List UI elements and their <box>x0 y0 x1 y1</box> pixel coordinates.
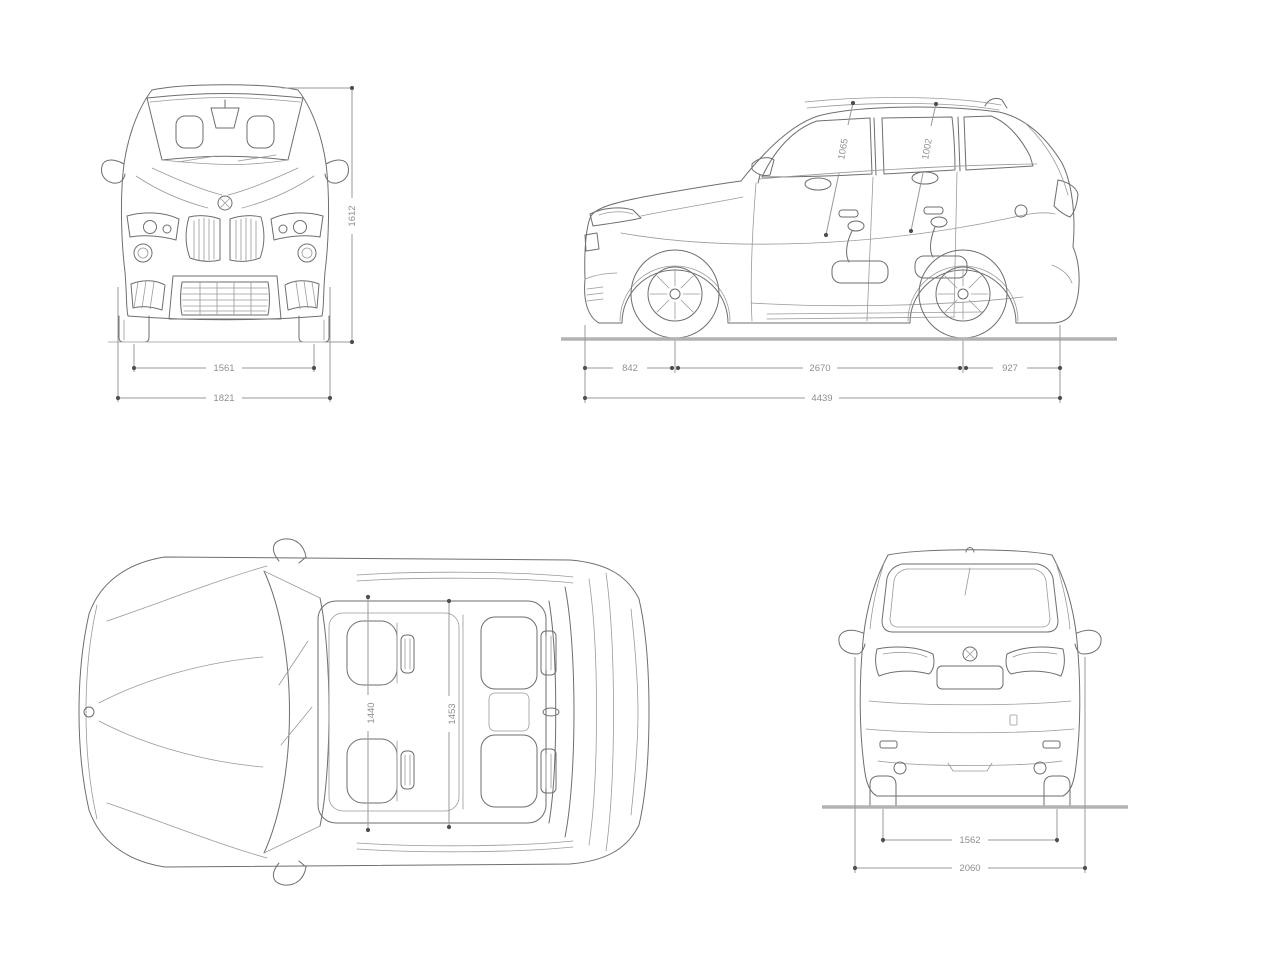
rear-view-dimensions: 1562 2060 <box>852 657 1088 874</box>
width-incl-mirrors-label: 2060 <box>959 863 980 874</box>
side-view-car-drawing <box>584 97 1080 339</box>
dimension-rear-headroom: 1002 <box>908 101 939 234</box>
rear-headroom-label: 1002 <box>920 138 935 161</box>
rear-view: 1562 2060 <box>822 547 1128 874</box>
front-track-label: 1561 <box>213 363 234 374</box>
top-view-seats <box>346 616 557 808</box>
front-interior-width-label: 1440 <box>366 702 377 723</box>
top-view-car-drawing <box>78 538 650 886</box>
dimension-front-track: 1561 <box>131 344 317 374</box>
rear-track-label: 1562 <box>959 835 980 846</box>
front-view-dimensions: 1612 1561 1821 <box>115 85 358 404</box>
dimension-front-headroom: 1065 <box>823 100 856 238</box>
top-view: 1440 1453 <box>78 538 650 886</box>
front-view-car-drawing <box>101 84 349 343</box>
dimension-width-incl-mirrors: 2060 <box>852 863 1088 874</box>
dimension-front-interior-width: 1440 <box>365 594 377 833</box>
dimension-rear-overhang: 927 <box>963 363 1063 374</box>
dimension-wheelbase: 2670 <box>675 363 963 374</box>
rear-interior-width-label: 1453 <box>447 703 458 724</box>
overall-length-label: 4439 <box>811 393 832 404</box>
dimension-overall-width: 1821 <box>115 287 333 404</box>
dimension-overall-length: 4439 <box>582 393 1063 404</box>
dimension-rear-track: 1562 <box>880 835 1060 846</box>
dimension-front-overhang: 842 <box>582 363 675 374</box>
dimension-rear-interior-width: 1453 <box>446 598 458 830</box>
top-view-dimensions: 1440 1453 <box>365 594 458 833</box>
dimension-overall-height: 1612 <box>282 85 358 345</box>
rear-overhang-label: 927 <box>1002 363 1018 374</box>
side-view-seats <box>831 216 968 284</box>
rear-view-car-drawing <box>838 547 1102 808</box>
overall-width-label: 1821 <box>213 393 234 404</box>
front-view: 1612 1561 1821 <box>101 84 358 404</box>
front-overhang-label: 842 <box>622 363 638 374</box>
side-view: 1065 1002 842 2670 927 <box>561 97 1117 404</box>
side-view-dimensions: 1065 1002 842 2670 927 <box>582 100 1063 404</box>
overall-height-label: 1612 <box>347 205 358 226</box>
front-headroom-label: 1065 <box>836 138 851 161</box>
wheelbase-label: 2670 <box>809 363 830 374</box>
side-view-rear-wheel <box>918 249 1008 339</box>
side-view-front-wheel <box>630 249 720 339</box>
